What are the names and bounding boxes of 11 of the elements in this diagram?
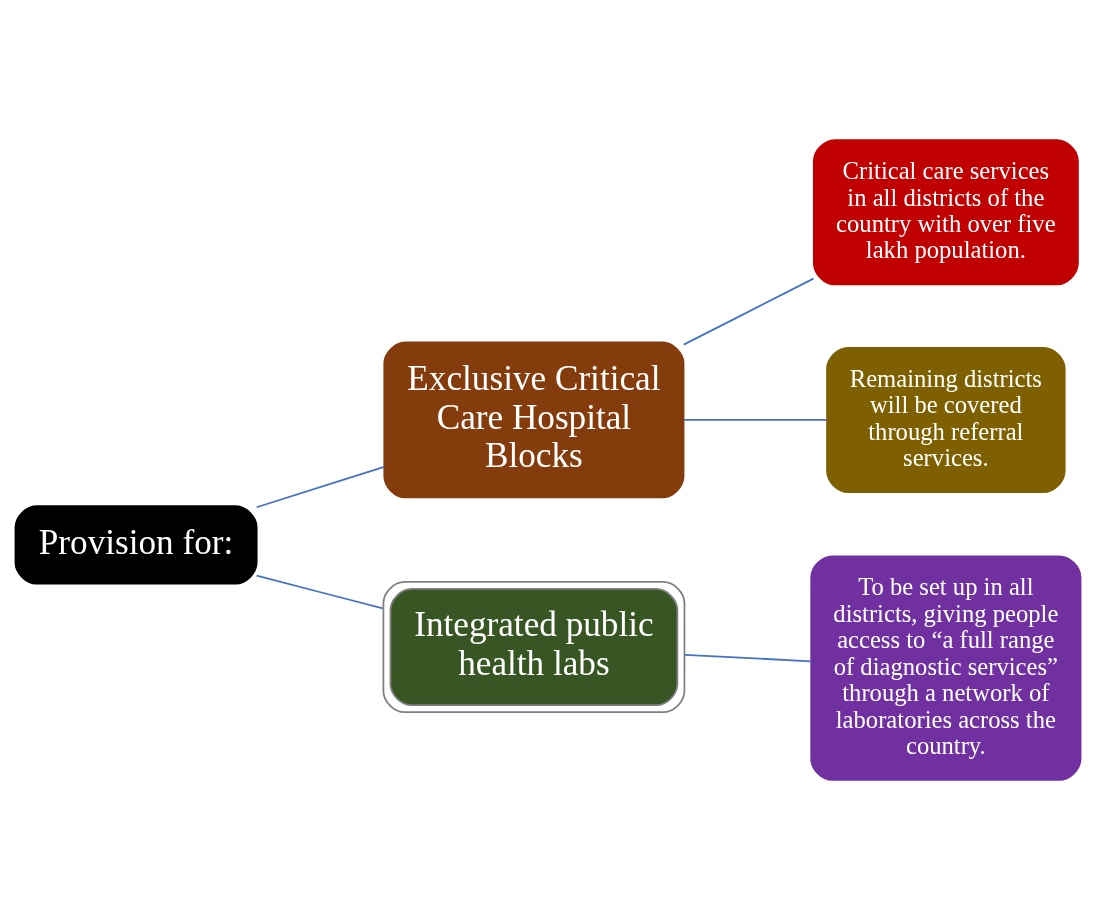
node-box: Integrated public health labs xyxy=(382,580,686,713)
connector xyxy=(255,574,384,609)
connector xyxy=(684,653,812,662)
connector xyxy=(682,418,828,421)
node-box: Exclusive Critical Care Hospital Blocks xyxy=(383,341,685,498)
connector xyxy=(255,465,386,508)
connector xyxy=(682,277,815,346)
node-box: Critical care services in all districts of the country with over five lakh population. xyxy=(812,138,1079,285)
node-box: To be set up in all districts, giving people access to “a full range of diagnostic services” through a network of laboratories across the country. xyxy=(810,555,1082,781)
node-box: Remaining districts will be covered through referral services. xyxy=(826,346,1066,493)
node-box: Provision for: xyxy=(14,504,258,585)
